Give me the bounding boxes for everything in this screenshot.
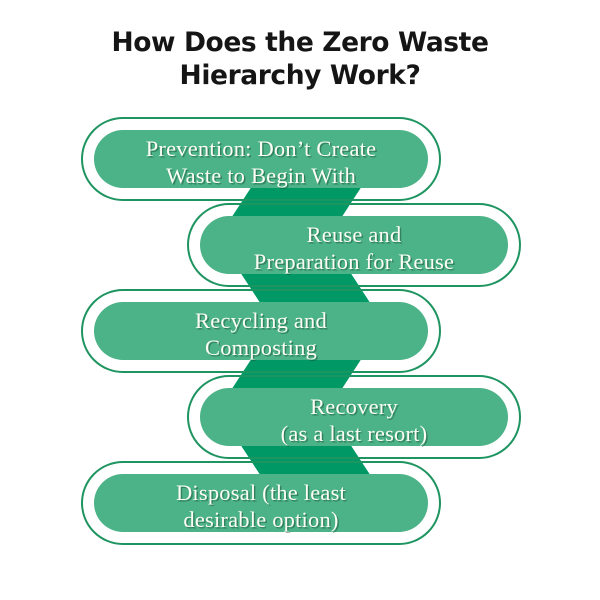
step-2-outline — [187, 203, 521, 287]
step-5-fill — [94, 474, 428, 532]
step-3-fill — [94, 302, 428, 360]
step-5-outline — [81, 461, 441, 545]
step-4-outline — [187, 375, 521, 459]
step-2-fill — [200, 216, 508, 274]
step-1-shape[interactable] — [81, 117, 441, 201]
step-5-shape[interactable] — [81, 461, 441, 545]
step-3-shape[interactable] — [81, 289, 441, 373]
step-1-fill — [94, 130, 428, 188]
step-2-shape[interactable] — [187, 203, 521, 287]
page-title: How Does the Zero Waste Hierarchy Work? — [0, 26, 600, 92]
step-4-fill — [200, 388, 508, 446]
step-4-shape[interactable] — [187, 375, 521, 459]
page-title-line-1: How Does the Zero Waste — [111, 27, 489, 58]
step-3-outline — [81, 289, 441, 373]
step-1-outline — [81, 117, 441, 201]
page-title-line-2: Hierarchy Work? — [179, 60, 421, 91]
